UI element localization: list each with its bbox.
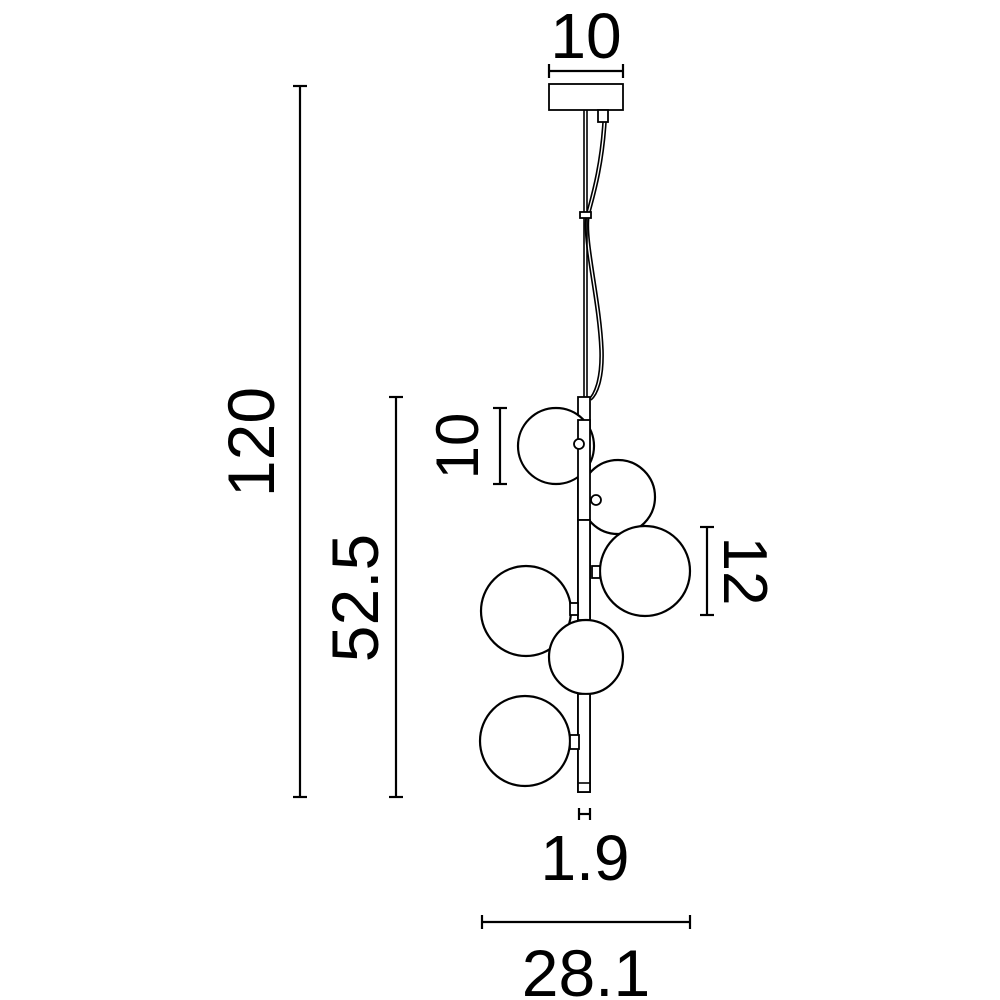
globe-center-front	[547, 618, 625, 696]
overall-width-label: 28.1	[522, 936, 650, 1000]
rod-diameter-label: 1.9	[541, 822, 630, 894]
suspension-cables	[579, 110, 607, 401]
overall-height-dimension: 120	[214, 84, 307, 799]
canopy-width-label: 10	[550, 0, 621, 72]
canopy-width-dimension: 10	[547, 0, 625, 78]
globe-small-upper-left	[516, 406, 596, 486]
large-globe-label: 12	[710, 537, 779, 606]
canopy	[548, 83, 624, 123]
large-globe-dimension: 12	[700, 525, 779, 617]
globe-large-right	[598, 524, 692, 618]
globes	[478, 406, 692, 793]
small-globe-label: 10	[424, 413, 491, 480]
body-height-label: 52.5	[318, 534, 392, 662]
small-globe-dimension: 10	[424, 406, 507, 486]
overall-height-label: 120	[214, 387, 288, 497]
rod-diameter-dimension: 1.9	[541, 808, 630, 894]
overall-width-dimension: 28.1	[480, 915, 692, 1000]
body-height-dimension: 52.5	[318, 395, 403, 799]
globe-large-bottom	[478, 694, 572, 788]
